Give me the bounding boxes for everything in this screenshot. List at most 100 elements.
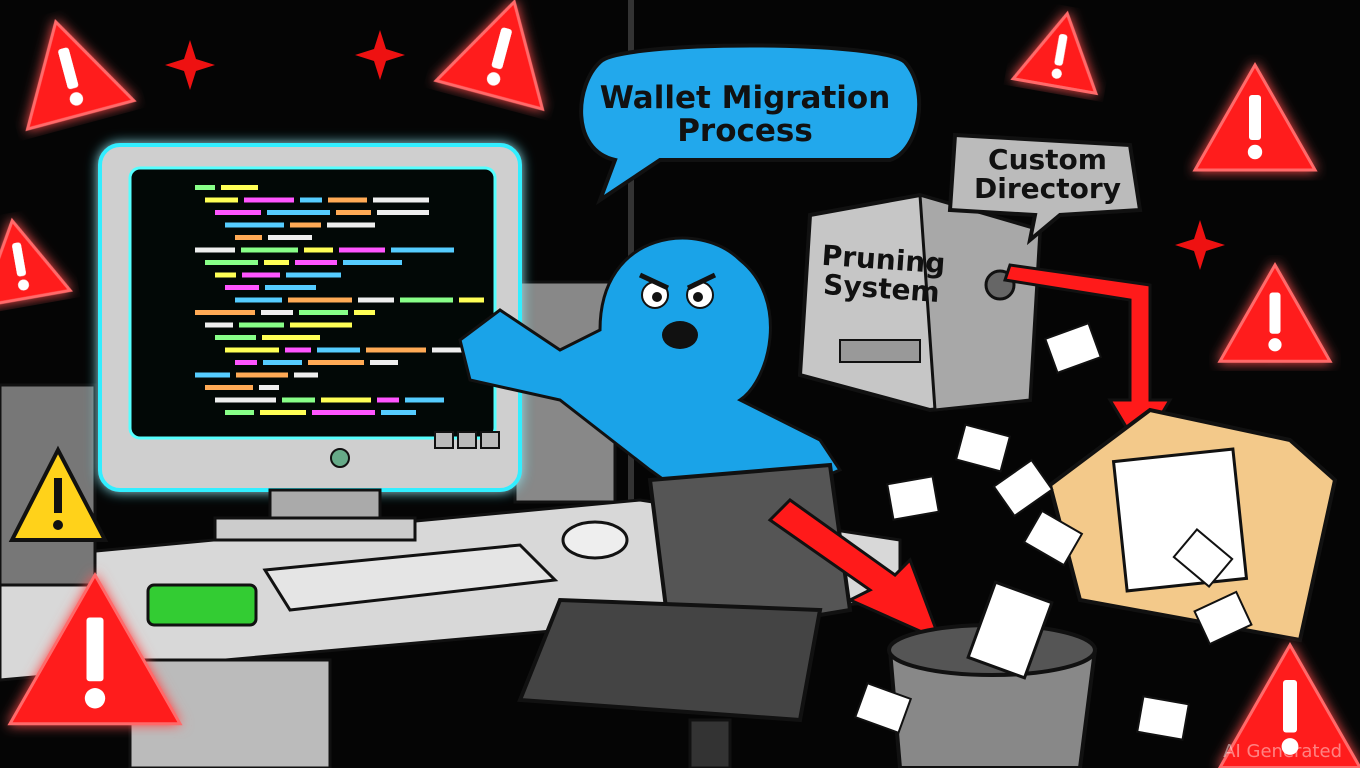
warning-icon: [25, 18, 137, 132]
code-line: [370, 360, 398, 365]
code-line: [377, 397, 399, 403]
code-line: [354, 310, 375, 315]
paper-icon: [1172, 528, 1234, 588]
code-line: [459, 297, 484, 303]
paper-icon: [992, 458, 1054, 518]
warning-triangle: [433, 0, 545, 112]
code-line: [295, 260, 337, 265]
code-line: [195, 185, 215, 190]
code-line: [317, 347, 360, 353]
code-line: [263, 360, 302, 365]
code-line: [260, 410, 306, 415]
code-line: [286, 272, 341, 278]
paper-icon: [886, 475, 940, 521]
code-line: [195, 372, 230, 378]
pruning-system-box: [797, 192, 1043, 413]
code-line: [321, 397, 371, 403]
code-line: [215, 272, 236, 278]
sparkle-icon: [165, 40, 215, 90]
code-line: [205, 260, 258, 265]
exclamation-dot: [69, 92, 84, 106]
monitor-screen: [128, 166, 497, 440]
flying-papers: [853, 321, 1253, 741]
code-line: [304, 247, 333, 253]
monitor: [98, 143, 522, 542]
sparkle-icon: [1175, 220, 1225, 270]
code-line: [336, 210, 371, 215]
code-line: [262, 335, 320, 340]
warning-icon: [1010, 10, 1099, 96]
code-line: [300, 197, 322, 203]
exclamation-dot: [18, 279, 29, 291]
paper-icon: [954, 423, 1012, 473]
code-line: [236, 372, 288, 378]
paper-icon: [1022, 509, 1084, 567]
code-line: [373, 197, 429, 203]
keyboard[interactable]: [262, 543, 559, 612]
exclamation-dot: [84, 688, 106, 709]
code-line: [261, 310, 293, 315]
code-line: [265, 285, 316, 290]
exclamation-dot: [1268, 338, 1282, 352]
trash-can-icon: [887, 580, 1098, 768]
speech-bubble-text: Wallet Migration Process: [599, 80, 891, 149]
code-line: [205, 197, 238, 203]
code-line: [259, 385, 279, 390]
code-line: [366, 347, 426, 353]
code-line: [225, 222, 284, 228]
code-line: [432, 347, 464, 353]
exclamation-dot: [1281, 738, 1299, 755]
exclamation-bar: [58, 47, 79, 90]
exclamation-bar: [86, 617, 104, 682]
exclamation-dot: [1051, 68, 1062, 79]
warning-triangle: [1010, 10, 1099, 96]
code-line: [377, 210, 429, 215]
warning-triangle: [0, 217, 73, 308]
pruning-system-text: Pruning System: [820, 238, 947, 310]
code-line: [268, 235, 312, 240]
code-line: [242, 272, 280, 278]
code-line: [400, 297, 453, 303]
warning-icon: [7, 571, 183, 726]
code-line: [327, 222, 375, 228]
code-line: [285, 347, 311, 353]
code-line: [244, 197, 294, 203]
code-line: [343, 260, 402, 265]
folder-icon: [1047, 407, 1338, 643]
exclamation-bar: [1269, 292, 1281, 334]
exclamation-bar: [12, 242, 26, 277]
warning-icon: [0, 217, 73, 308]
paper-icon: [1193, 590, 1253, 646]
paper-icon: [1043, 321, 1103, 375]
code-line: [221, 185, 258, 190]
hardware-wallet: [146, 583, 258, 627]
custom-directory-text: Custom Directory: [974, 143, 1121, 206]
code-line: [264, 260, 289, 265]
code-line: [215, 335, 256, 340]
paper-icon: [853, 681, 913, 735]
warning-icon: [1217, 641, 1360, 768]
warning-icon: [433, 0, 545, 112]
code-line: [308, 360, 364, 365]
code-line: [235, 360, 257, 365]
code-line: [215, 397, 276, 403]
code-line: [381, 410, 416, 415]
watermark: AI Generated: [1223, 741, 1342, 762]
code-line: [225, 410, 254, 415]
code-line: [358, 297, 394, 303]
exclamation-bar: [1283, 680, 1297, 733]
code-line: [241, 247, 298, 253]
yellow-warning-icon: [8, 445, 109, 542]
code-line: [205, 322, 233, 328]
mouse[interactable]: [561, 520, 629, 560]
exclamation-bar: [491, 27, 512, 70]
code-line: [288, 297, 352, 303]
code-line: [312, 410, 375, 415]
exclamation-bar: [1054, 34, 1068, 66]
code-line: [215, 210, 261, 215]
code-line: [205, 385, 253, 390]
warning-triangle: [25, 18, 137, 132]
